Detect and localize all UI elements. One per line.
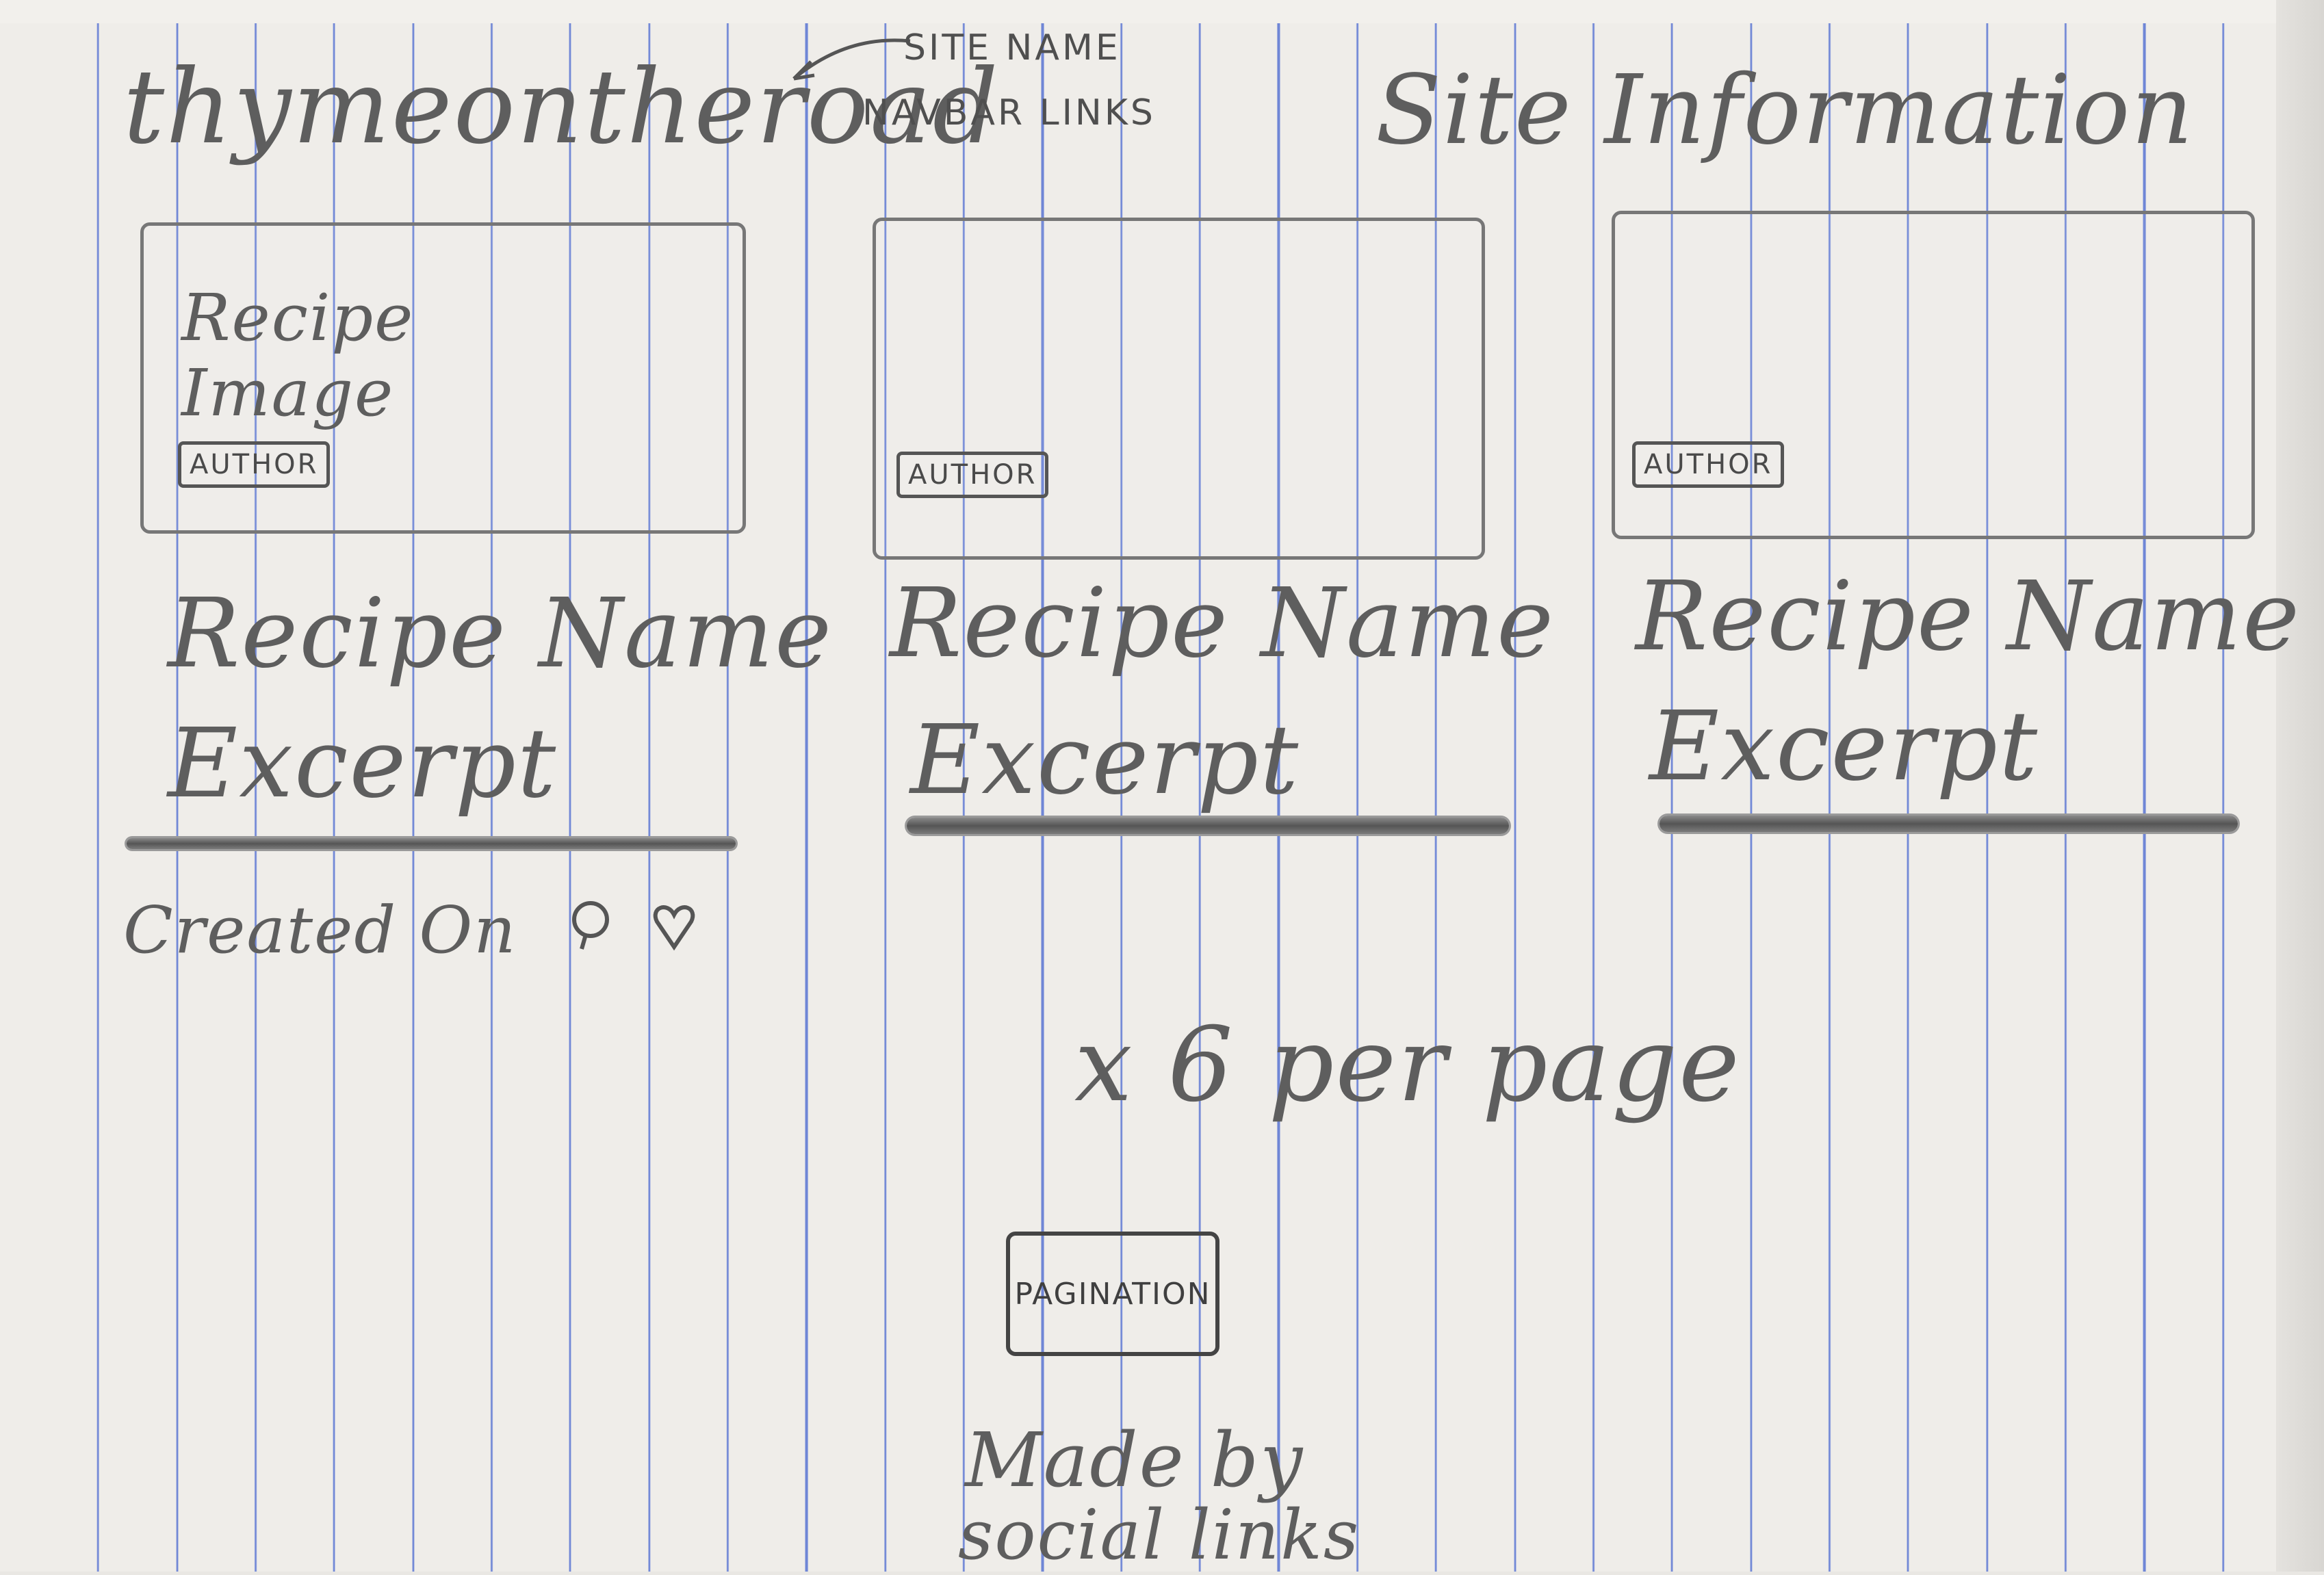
recipe-name[interactable]: Recipe Name: [168, 578, 833, 690]
recipe-excerpt: Excerpt: [910, 705, 1300, 816]
recipe-image[interactable]: [1612, 211, 2255, 539]
card-divider: [1660, 816, 2238, 832]
site-information[interactable]: Site Information: [1376, 55, 2195, 166]
pagination[interactable]: PAGINATION: [1006, 1232, 1219, 1356]
card-divider: [907, 818, 1509, 834]
recipe-excerpt: Excerpt: [168, 708, 558, 820]
annotation-navbar-links: NAVBAR LINKS: [862, 92, 1156, 133]
recipe-image[interactable]: [873, 218, 1485, 560]
paper-right-edge: [2276, 0, 2324, 1572]
author-badge[interactable]: AUTHOR: [178, 441, 331, 488]
arrow-icon: [792, 38, 911, 81]
site-name[interactable]: thymeontheroad: [123, 48, 1000, 167]
recipe-name[interactable]: Recipe Name: [1636, 561, 2301, 673]
recipe-excerpt: Excerpt: [1649, 691, 2039, 803]
recipe-image[interactable]: [140, 222, 746, 534]
recipe-image-label: Recipe Image: [181, 281, 415, 431]
card-divider: [127, 838, 736, 849]
recipe-name[interactable]: Recipe Name: [890, 568, 1555, 679]
author-badge[interactable]: AUTHOR: [1632, 441, 1785, 488]
comment-icon[interactable]: [567, 893, 615, 968]
annotation-site-name: SITE NAME: [903, 27, 1121, 68]
card-meta: Created On: [123, 893, 698, 968]
footer-made-by: Made by: [965, 1416, 1304, 1504]
author-badge[interactable]: AUTHOR: [896, 452, 1049, 498]
per-page-note: x 6 per page: [1074, 1006, 1741, 1125]
created-on-label: Created On: [123, 893, 517, 968]
paper-top-strip: [0, 0, 2324, 23]
heart-icon[interactable]: [650, 893, 698, 968]
footer-social-links[interactable]: social links: [958, 1495, 1360, 1575]
